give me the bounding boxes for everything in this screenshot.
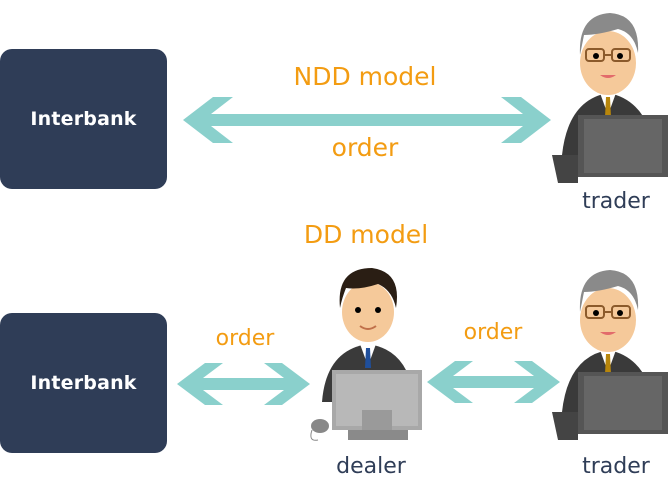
dd-left-order-label: order bbox=[215, 326, 275, 351]
dd-interbank-box: Interbank bbox=[0, 313, 167, 453]
double-arrow-icon bbox=[183, 97, 551, 143]
double-arrow-icon bbox=[427, 361, 560, 403]
dealer-icon bbox=[310, 268, 422, 441]
dd-left-order-arrow bbox=[177, 363, 310, 405]
trader-icon bbox=[552, 13, 668, 183]
dd-right-order-label: order bbox=[463, 320, 523, 345]
ndd-trader-label: trader bbox=[582, 189, 650, 214]
ndd-interbank-box: Interbank bbox=[0, 49, 167, 189]
dd-right-order-arrow bbox=[427, 361, 560, 403]
dealer-figure bbox=[310, 268, 422, 441]
ndd-interbank-label: Interbank bbox=[30, 108, 137, 130]
dd-trader-figure bbox=[552, 270, 668, 440]
dd-trader-label: trader bbox=[582, 454, 650, 479]
ndd-order-label: order bbox=[331, 133, 399, 162]
ndd-order-arrow bbox=[183, 97, 551, 143]
ndd-model-title: NDD model bbox=[293, 62, 437, 91]
trader-icon bbox=[552, 270, 668, 440]
dd-interbank-label: Interbank bbox=[30, 372, 137, 394]
double-arrow-icon bbox=[177, 363, 310, 405]
dd-model-title: DD model bbox=[303, 220, 429, 249]
dealer-label: dealer bbox=[336, 454, 406, 479]
ndd-trader-figure bbox=[552, 13, 668, 183]
